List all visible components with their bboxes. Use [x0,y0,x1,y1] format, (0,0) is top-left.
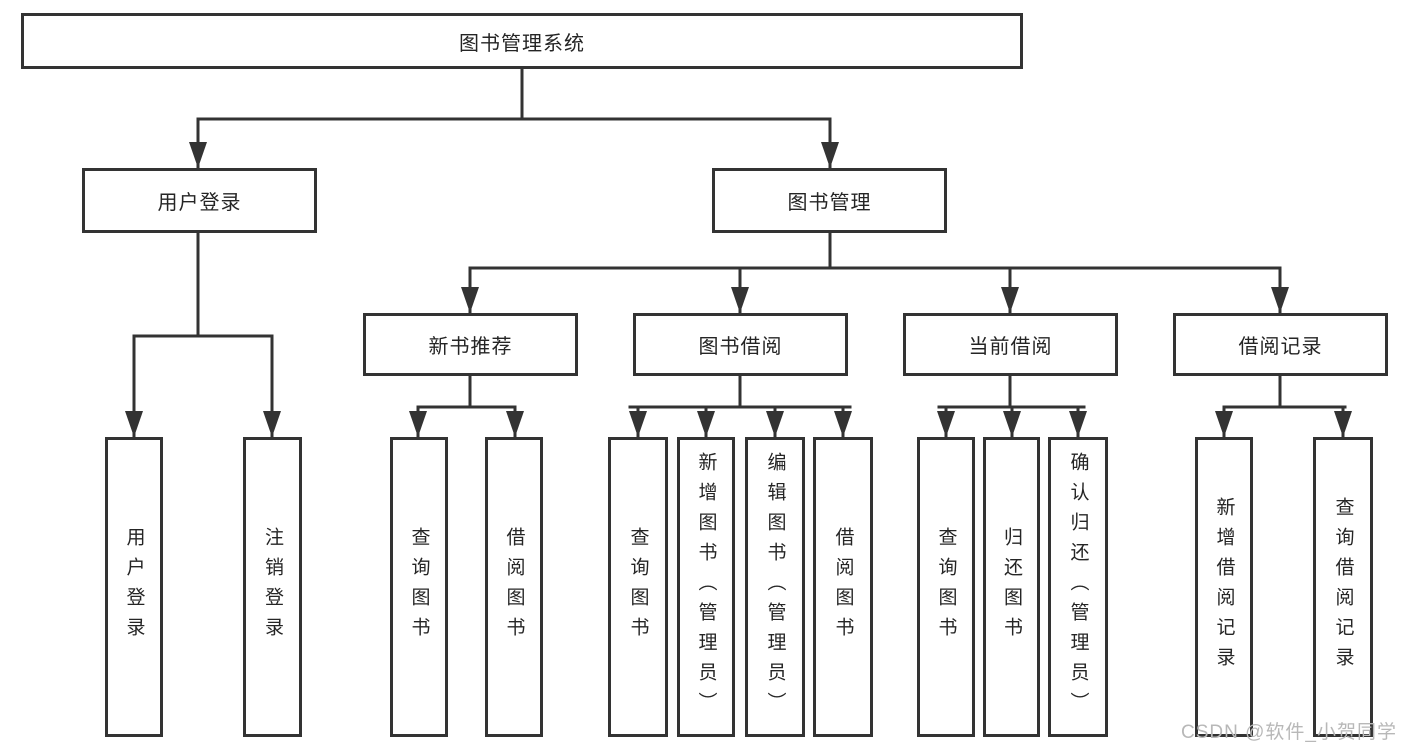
node-label: 图书借阅 [698,336,783,358]
node-book-management: 图书管理 [712,168,947,233]
node-label: 查询图书 [935,527,957,647]
node-book-borrowing: 图书借阅 [633,313,848,376]
node-label: 确认归还（管理员） [1067,452,1089,722]
node-label: 借阅图书 [832,527,854,647]
node-label: 新增图书（管理员） [695,452,717,722]
leaf-user-login: 用户登录 [105,437,163,737]
node-label: 查询借阅记录 [1332,497,1354,677]
leaf-query-borrow-record: 查询借阅记录 [1313,437,1373,737]
node-label: 注销登录 [262,527,283,647]
leaf-borrow-books-recommend: 借阅图书 [485,437,543,737]
node-current-borrowing: 当前借阅 [903,313,1118,376]
leaf-edit-books-admin: 编辑图书（管理员） [745,437,805,737]
leaf-borrow-books-borrowing: 借阅图书 [813,437,873,737]
node-label: 新增借阅记录 [1213,497,1235,677]
leaf-return-books: 归还图书 [983,437,1040,737]
node-label: 查询图书 [408,527,430,647]
node-label: 用户登录 [157,192,242,214]
node-new-book-recommend: 新书推荐 [363,313,578,376]
node-label: 当前借阅 [968,336,1053,358]
leaf-query-books-borrowing: 查询图书 [608,437,668,737]
node-label: 图书管理系统 [459,32,585,55]
node-label: 编辑图书（管理员） [764,452,786,722]
node-label: 用户登录 [123,527,145,647]
leaf-confirm-return-admin: 确认归还（管理员） [1048,437,1108,737]
node-label: 借阅图书 [503,527,525,647]
leaf-query-books-current: 查询图书 [917,437,975,737]
leaf-add-borrow-record: 新增借阅记录 [1195,437,1253,737]
node-label: 图书管理 [787,192,872,214]
leaf-query-books-recommend: 查询图书 [390,437,448,737]
node-user-login: 用户登录 [82,168,317,233]
node-label: 借阅记录 [1238,336,1323,358]
node-borrowing-records: 借阅记录 [1173,313,1388,376]
node-label: 新书推荐 [428,336,513,358]
leaf-add-books-admin: 新增图书（管理员） [677,437,735,737]
leaf-logout: 注销登录 [243,437,302,737]
node-label: 查询图书 [627,527,649,647]
node-library-management-system: 图书管理系统 [21,13,1023,69]
csdn-watermark: CSDN @软件_小贺同学 [1181,722,1397,743]
node-label: 归还图书 [1001,527,1022,647]
